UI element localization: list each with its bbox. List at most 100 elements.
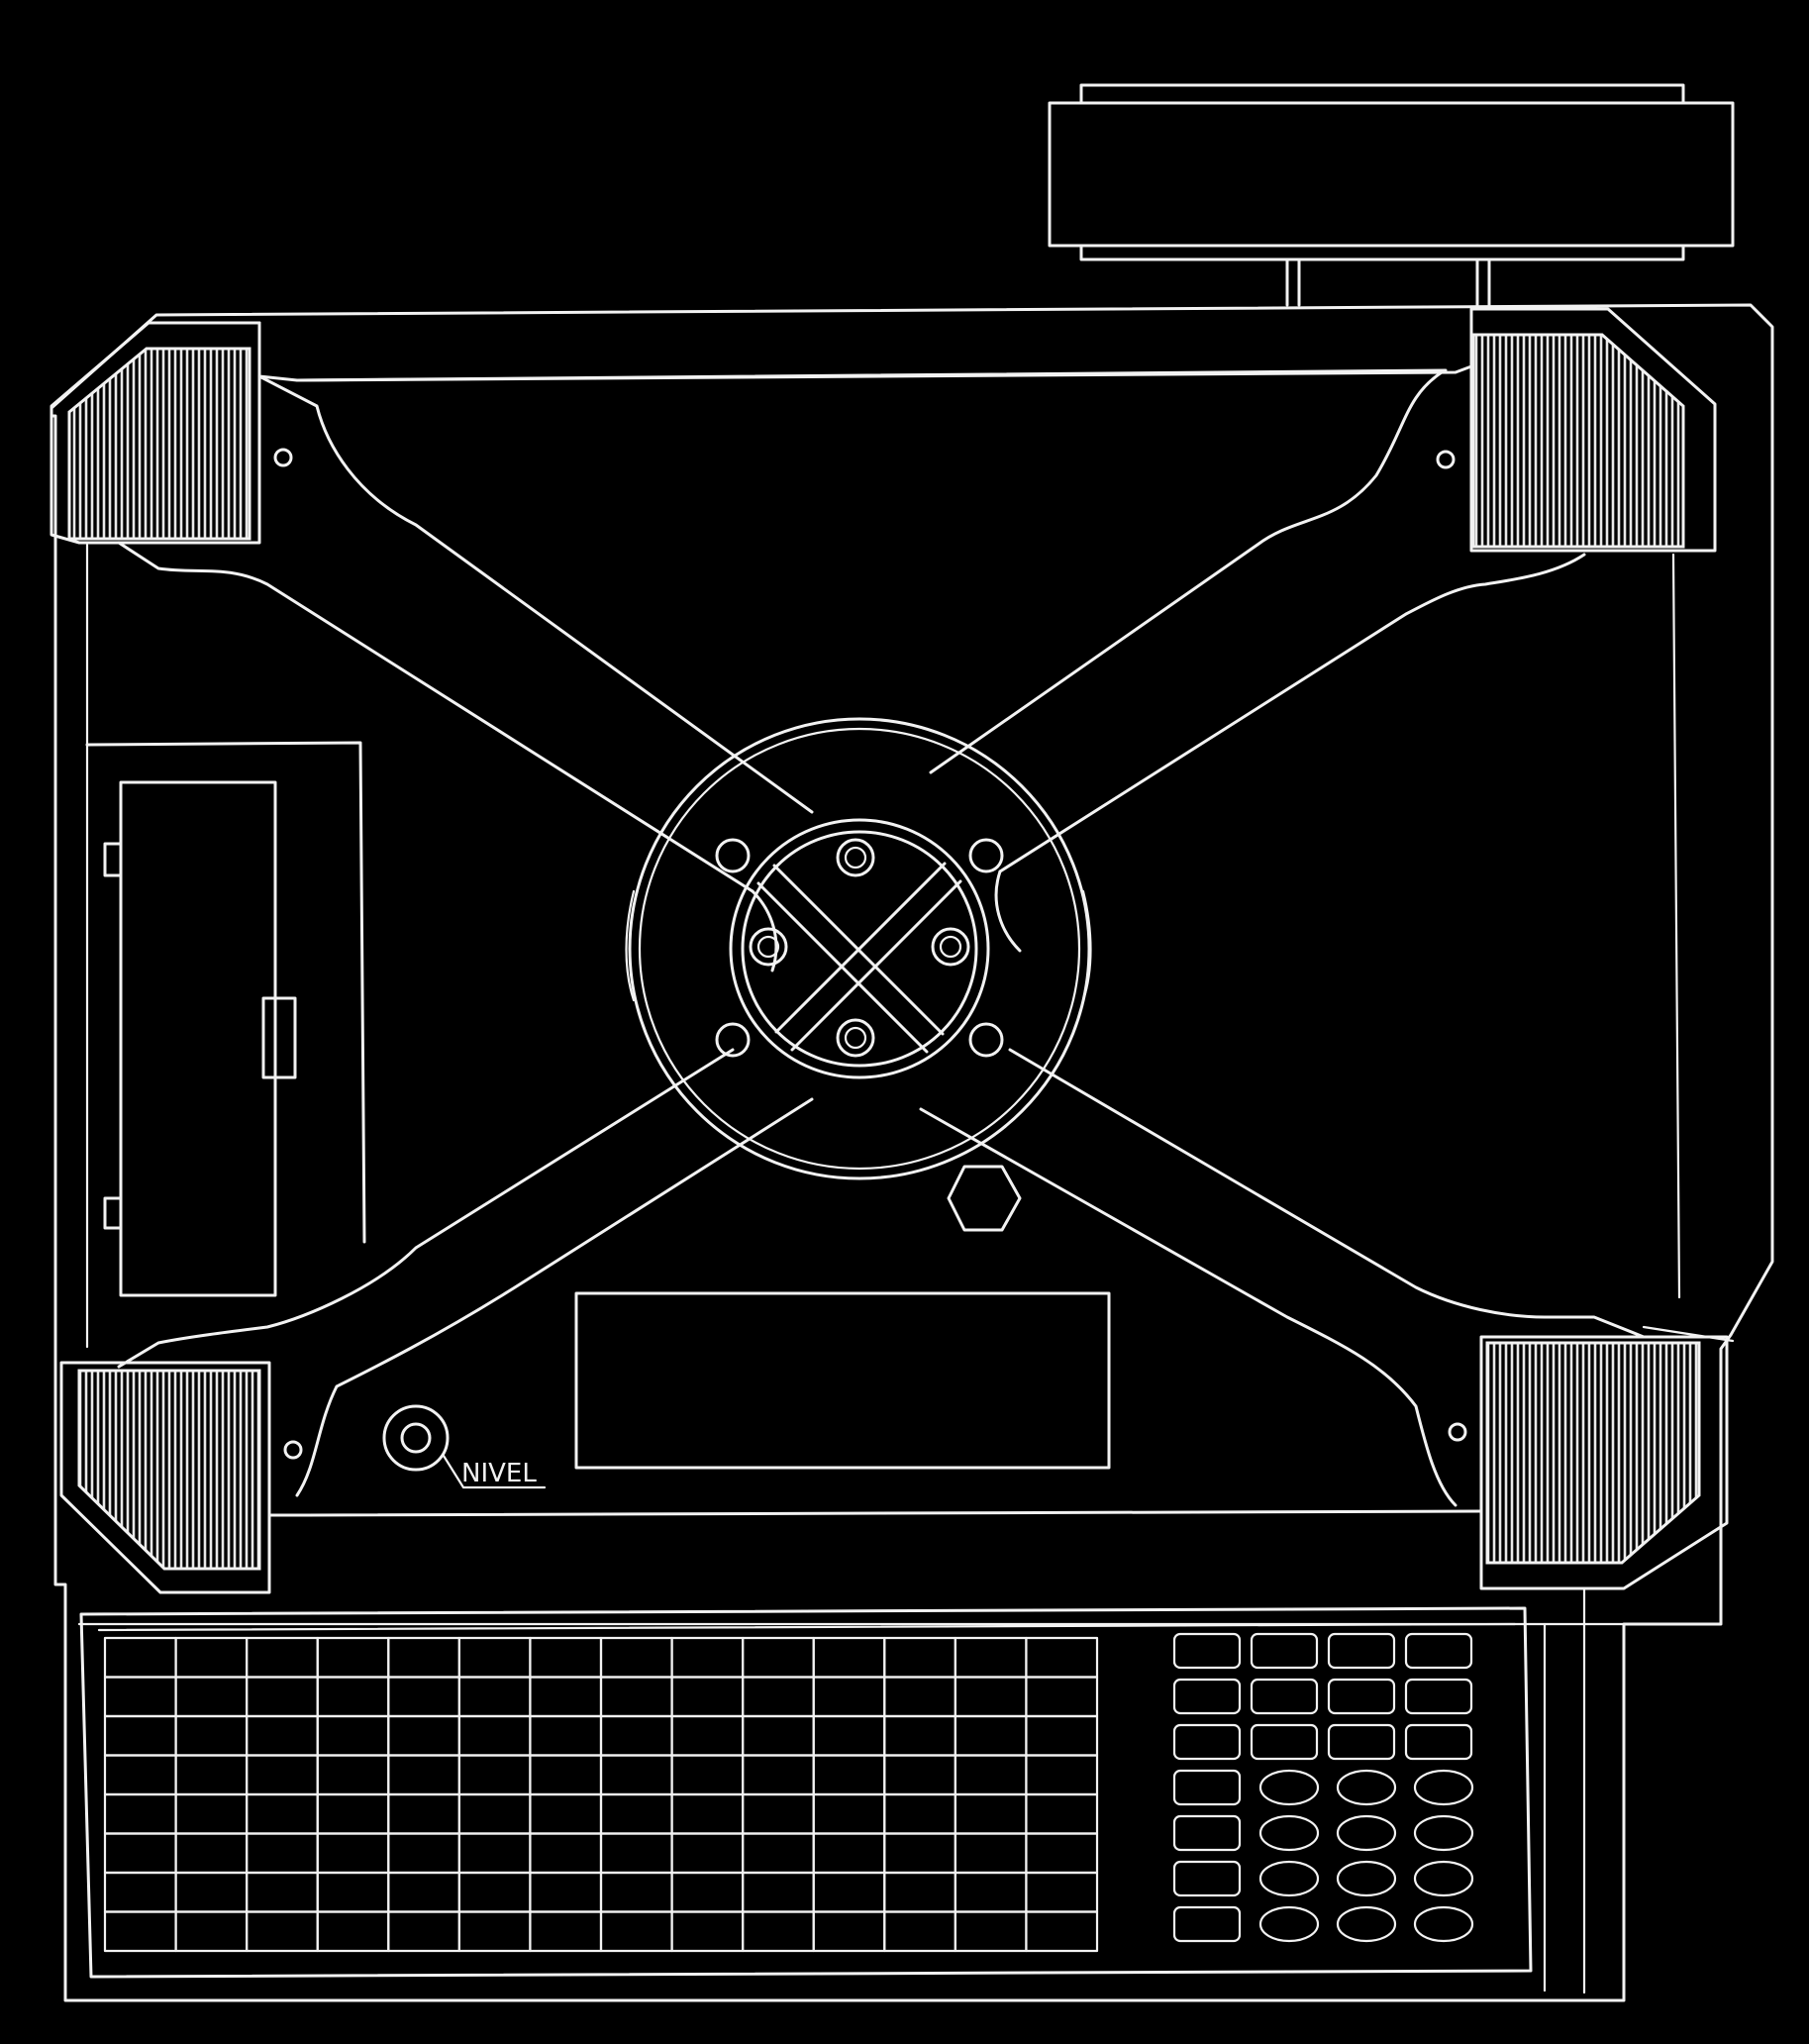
numeric-key[interactable]: [1336, 1860, 1397, 1897]
product-key[interactable]: [316, 1636, 390, 1679]
product-key[interactable]: [670, 1714, 745, 1757]
product-key[interactable]: [812, 1910, 886, 1953]
function-key[interactable]: [1250, 1632, 1319, 1670]
product-key[interactable]: [1025, 1832, 1099, 1875]
function-key[interactable]: [1250, 1678, 1319, 1715]
product-key[interactable]: [1025, 1871, 1099, 1913]
numeric-key[interactable]: [1336, 1905, 1397, 1943]
product-key[interactable]: [457, 1871, 532, 1913]
product-key[interactable]: [670, 1792, 745, 1835]
product-key[interactable]: [742, 1910, 815, 1953]
product-key[interactable]: [387, 1714, 460, 1757]
product-key[interactable]: [103, 1636, 177, 1679]
product-key[interactable]: [103, 1832, 177, 1875]
product-key[interactable]: [529, 1792, 603, 1835]
function-key[interactable]: [1327, 1723, 1396, 1761]
product-key[interactable]: [529, 1910, 603, 1953]
product-key[interactable]: [246, 1832, 319, 1875]
product-key[interactable]: [1025, 1636, 1099, 1679]
product-key[interactable]: [599, 1871, 673, 1913]
product-key[interactable]: [387, 1832, 460, 1875]
product-key[interactable]: [742, 1714, 815, 1757]
side-function-key[interactable]: [1172, 1860, 1242, 1897]
product-key[interactable]: [812, 1636, 886, 1679]
product-key[interactable]: [103, 1754, 177, 1796]
side-function-key[interactable]: [1172, 1814, 1242, 1852]
product-key[interactable]: [742, 1754, 815, 1796]
product-key[interactable]: [883, 1832, 956, 1875]
numeric-key[interactable]: [1258, 1860, 1320, 1897]
product-key[interactable]: [883, 1871, 956, 1913]
numeric-key[interactable]: [1258, 1905, 1320, 1943]
product-key[interactable]: [316, 1676, 390, 1718]
product-key[interactable]: [387, 1636, 460, 1679]
product-key[interactable]: [954, 1636, 1028, 1679]
product-key[interactable]: [103, 1676, 177, 1718]
product-key[interactable]: [246, 1792, 319, 1835]
product-key[interactable]: [457, 1714, 532, 1757]
product-key[interactable]: [387, 1792, 460, 1835]
product-key[interactable]: [954, 1792, 1028, 1835]
function-key[interactable]: [1327, 1678, 1396, 1715]
product-key[interactable]: [812, 1676, 886, 1718]
numeric-key[interactable]: [1258, 1814, 1320, 1852]
product-key[interactable]: [812, 1871, 886, 1913]
function-key[interactable]: [1404, 1678, 1473, 1715]
product-key[interactable]: [316, 1871, 390, 1913]
function-key[interactable]: [1404, 1632, 1473, 1670]
function-key[interactable]: [1327, 1632, 1396, 1670]
product-key[interactable]: [1025, 1714, 1099, 1757]
numeric-key[interactable]: [1413, 1814, 1474, 1852]
product-key[interactable]: [174, 1676, 249, 1718]
product-key[interactable]: [246, 1910, 319, 1953]
side-function-key[interactable]: [1172, 1905, 1242, 1943]
product-key[interactable]: [529, 1832, 603, 1875]
product-key[interactable]: [742, 1832, 815, 1875]
product-key[interactable]: [742, 1792, 815, 1835]
product-key[interactable]: [457, 1754, 532, 1796]
product-key[interactable]: [387, 1871, 460, 1913]
product-key[interactable]: [529, 1754, 603, 1796]
product-key[interactable]: [174, 1871, 249, 1913]
product-key[interactable]: [174, 1792, 249, 1835]
product-key[interactable]: [954, 1871, 1028, 1913]
numeric-key[interactable]: [1413, 1905, 1474, 1943]
product-key[interactable]: [883, 1636, 956, 1679]
product-key[interactable]: [457, 1910, 532, 1953]
product-key[interactable]: [599, 1910, 673, 1953]
product-key[interactable]: [457, 1676, 532, 1718]
product-key[interactable]: [387, 1754, 460, 1796]
product-key[interactable]: [883, 1754, 956, 1796]
function-key[interactable]: [1172, 1723, 1242, 1761]
product-key[interactable]: [670, 1754, 745, 1796]
numeric-key[interactable]: [1413, 1769, 1474, 1806]
numeric-key[interactable]: [1413, 1860, 1474, 1897]
product-key[interactable]: [670, 1676, 745, 1718]
product-key[interactable]: [954, 1754, 1028, 1796]
numeric-key[interactable]: [1258, 1769, 1320, 1806]
product-key[interactable]: [246, 1676, 319, 1718]
product-key[interactable]: [1025, 1754, 1099, 1796]
product-key[interactable]: [246, 1871, 319, 1913]
product-key[interactable]: [174, 1714, 249, 1757]
product-key[interactable]: [387, 1676, 460, 1718]
function-key[interactable]: [1172, 1678, 1242, 1715]
product-key[interactable]: [246, 1636, 319, 1679]
product-key[interactable]: [316, 1714, 390, 1757]
product-key[interactable]: [316, 1910, 390, 1953]
product-key[interactable]: [954, 1714, 1028, 1757]
product-key[interactable]: [599, 1832, 673, 1875]
product-key[interactable]: [103, 1871, 177, 1913]
product-key[interactable]: [812, 1832, 886, 1875]
function-key[interactable]: [1172, 1632, 1242, 1670]
product-key[interactable]: [1025, 1676, 1099, 1718]
product-key[interactable]: [174, 1636, 249, 1679]
product-key[interactable]: [529, 1636, 603, 1679]
product-key[interactable]: [387, 1910, 460, 1953]
product-key[interactable]: [316, 1832, 390, 1875]
product-key[interactable]: [103, 1910, 177, 1953]
product-key[interactable]: [103, 1792, 177, 1835]
numeric-key[interactable]: [1336, 1769, 1397, 1806]
function-key[interactable]: [1250, 1723, 1319, 1761]
product-key[interactable]: [670, 1636, 745, 1679]
